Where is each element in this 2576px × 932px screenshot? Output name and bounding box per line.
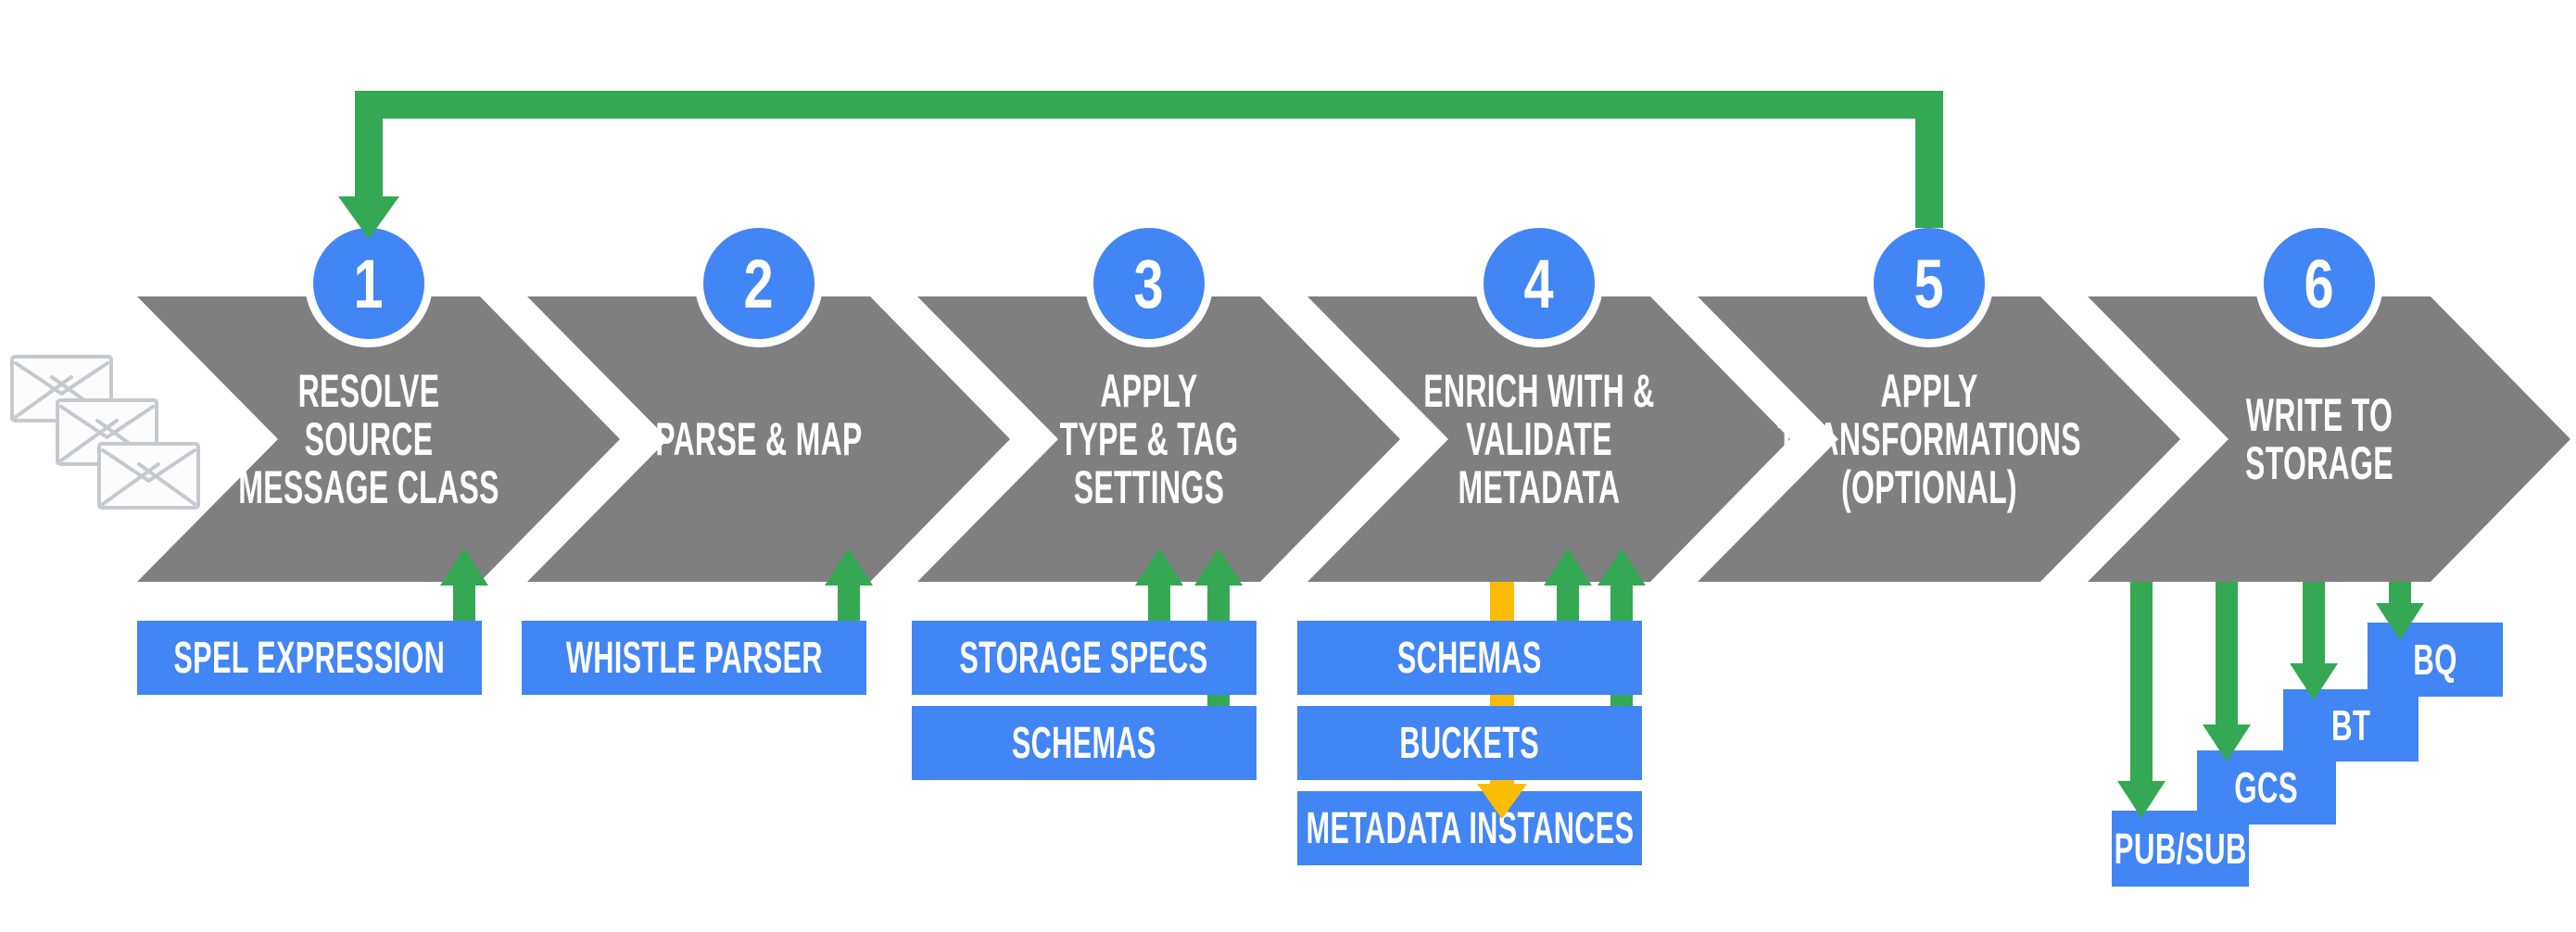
step-3-label-line: TYPE & TAG (1059, 413, 1239, 465)
down-arrow-stem (2303, 582, 2325, 667)
step-1-chevron (137, 296, 620, 582)
step-5-label-line: APPLY (1880, 365, 1978, 417)
buckets-box: BUCKETS (1297, 706, 1642, 780)
step-1-label: RESOLVE SOURCE MESSAGE CLASS (208, 367, 529, 511)
down-arrow-stem (2216, 582, 2238, 728)
step-5-label-line: TRANSFORMATIONS (1777, 413, 2081, 465)
step-6-label-line: WRITE TO (2245, 389, 2393, 441)
up-arrow-icon (440, 548, 488, 624)
step-4-chevron (1307, 296, 1790, 582)
up-arrow-icon (1135, 548, 1183, 624)
step-5-label-line: (OPTIONAL) (1841, 461, 2017, 513)
up-arrow-icon (1544, 548, 1592, 624)
step-6-number-badge: 6 (2255, 220, 2383, 347)
spel-expression-box: SPEL EXPRESSION (137, 621, 482, 695)
schemas-box-step3: SCHEMAS (912, 706, 1256, 780)
metadata-instances-box: METADATA INSTANCES (1297, 791, 1642, 865)
pubsub-box: PUB/SUB (2112, 811, 2249, 887)
step-2-chevron (527, 296, 1010, 582)
down-arrow-stem (2389, 582, 2411, 607)
step-2-number-badge: 2 (695, 220, 823, 347)
step-3-label-line: APPLY (1100, 365, 1198, 417)
envelope-icon (97, 442, 200, 510)
down-arrow-stem (2130, 582, 2153, 785)
step-4-number-badge: 4 (1475, 220, 1603, 347)
step-3-label-line: SETTINGS (1073, 461, 1225, 513)
step-4-label-line: METADATA (1458, 461, 1621, 513)
step-6-label: WRITE TO STORAGE (2159, 391, 2480, 487)
step-2-label-line: PARSE & MAP (655, 413, 863, 465)
step-5-chevron (1698, 296, 2180, 582)
step-4-label-line: VALIDATE (1466, 413, 1612, 465)
step-1-label-line: RESOLVE (297, 365, 440, 417)
bt-box: BT (2283, 689, 2418, 762)
storage-specs-box: STORAGE SPECS (912, 621, 1256, 695)
envelope-stack-icon (10, 355, 200, 510)
step-6-chevron (2088, 296, 2570, 582)
step-1-label-line: SOURCE (304, 413, 434, 465)
step-4-label-line: ENRICH WITH & (1423, 365, 1655, 417)
step-5-label: APPLY TRANSFORMATIONS (OPTIONAL) (1769, 367, 2090, 511)
step-1-number-badge: 1 (305, 220, 433, 347)
up-arrow-icon (825, 548, 873, 624)
step-3-label: APPLY TYPE & TAG SETTINGS (989, 367, 1309, 511)
step-5-number-badge: 5 (1865, 220, 1993, 347)
schemas-box-step4: SCHEMAS (1297, 621, 1642, 695)
step-3-chevron (917, 296, 1400, 582)
step-2-label: PARSE & MAP (599, 415, 919, 463)
bq-box: BQ (2368, 623, 2503, 697)
step-4-label: ENRICH WITH & VALIDATE METADATA (1379, 367, 1699, 511)
step-3-number-badge: 3 (1085, 220, 1213, 347)
step-6-label-line: STORAGE (2245, 437, 2393, 489)
step-1-label-line: MESSAGE CLASS (238, 461, 499, 513)
whistle-parser-box: WHISTLE PARSER (522, 621, 866, 695)
